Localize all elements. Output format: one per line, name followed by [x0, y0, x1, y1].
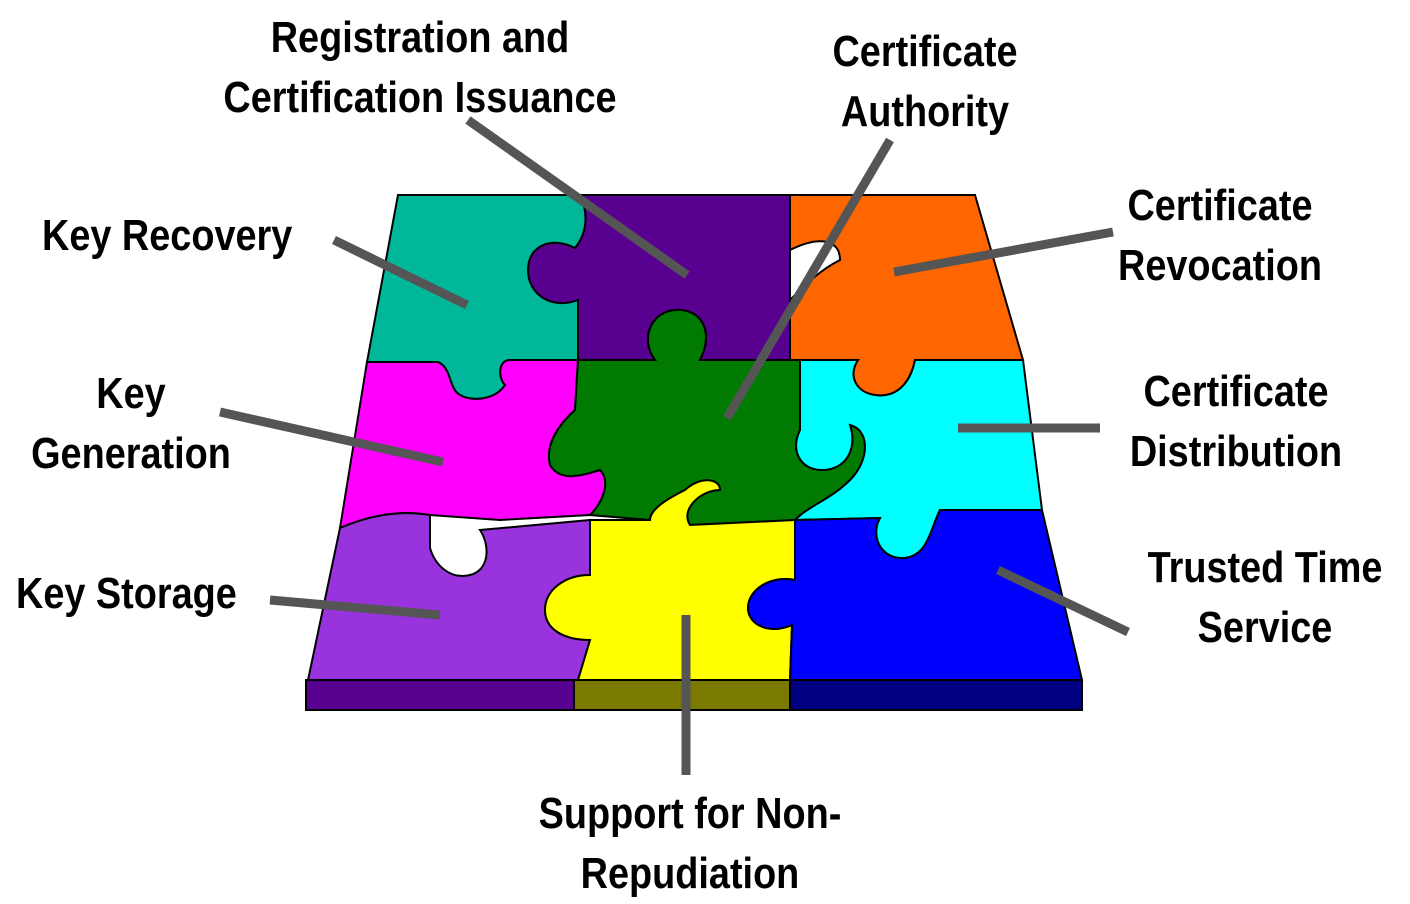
leader-line-key-storage — [269, 595, 441, 620]
label-trusted-time-service: Trusted Time Service — [1140, 538, 1389, 658]
label-non-repudiation-line-2: Repudiation — [580, 849, 800, 898]
leader-lines — [219, 116, 1130, 775]
label-registration: Registration and Certification Issuance — [196, 8, 643, 128]
leader-line-registration — [465, 116, 690, 279]
leader-line-ca — [723, 137, 894, 421]
leader-line-revocation — [893, 227, 1114, 277]
label-revocation-line-2: Revocation — [1118, 241, 1322, 290]
board-edge-right — [789, 679, 1083, 711]
label-distribution-line-2: Distribution — [1129, 427, 1343, 476]
label-key-generation-line-2: Generation — [31, 429, 231, 478]
label-certificate-distribution: Certificate Distribution — [1110, 362, 1361, 482]
leader-line-key-recovery — [332, 235, 469, 310]
label-distribution-line-1: Certificate — [1143, 367, 1329, 416]
label-trusted-time-line-1: Trusted Time — [1147, 543, 1383, 592]
label-registration-line-1: Registration and — [270, 13, 570, 62]
puzzle-board — [305, 194, 1084, 711]
label-key-recovery: Key Recovery — [42, 206, 292, 266]
label-key-generation: Key Generation — [18, 364, 243, 484]
label-key-generation-line-1: Key — [96, 369, 166, 418]
board-edge-left — [305, 679, 575, 711]
label-ca-line-1: Certificate — [832, 27, 1018, 76]
leader-line-trusted-time — [996, 565, 1130, 637]
label-key-storage-line-1: Key Storage — [16, 569, 237, 618]
label-revocation-line-1: Certificate — [1127, 181, 1313, 230]
label-registration-line-2: Certification Issuance — [223, 73, 617, 122]
label-certificate-authority: Certificate Authority — [796, 22, 1054, 142]
label-non-repudiation-line-1: Support for Non- — [538, 789, 842, 838]
label-trusted-time-line-2: Service — [1197, 603, 1333, 652]
label-certificate-revocation: Certificate Revocation — [1091, 176, 1349, 296]
label-non-repudiation: Support for Non- Repudiation — [527, 784, 854, 904]
label-key-recovery-line-1: Key Recovery — [42, 211, 293, 260]
label-key-storage: Key Storage — [16, 564, 237, 624]
leader-line-key-generation — [219, 407, 444, 467]
piece-trusted-time — [746, 509, 1084, 681]
label-ca-line-2: Authority — [840, 87, 1010, 136]
